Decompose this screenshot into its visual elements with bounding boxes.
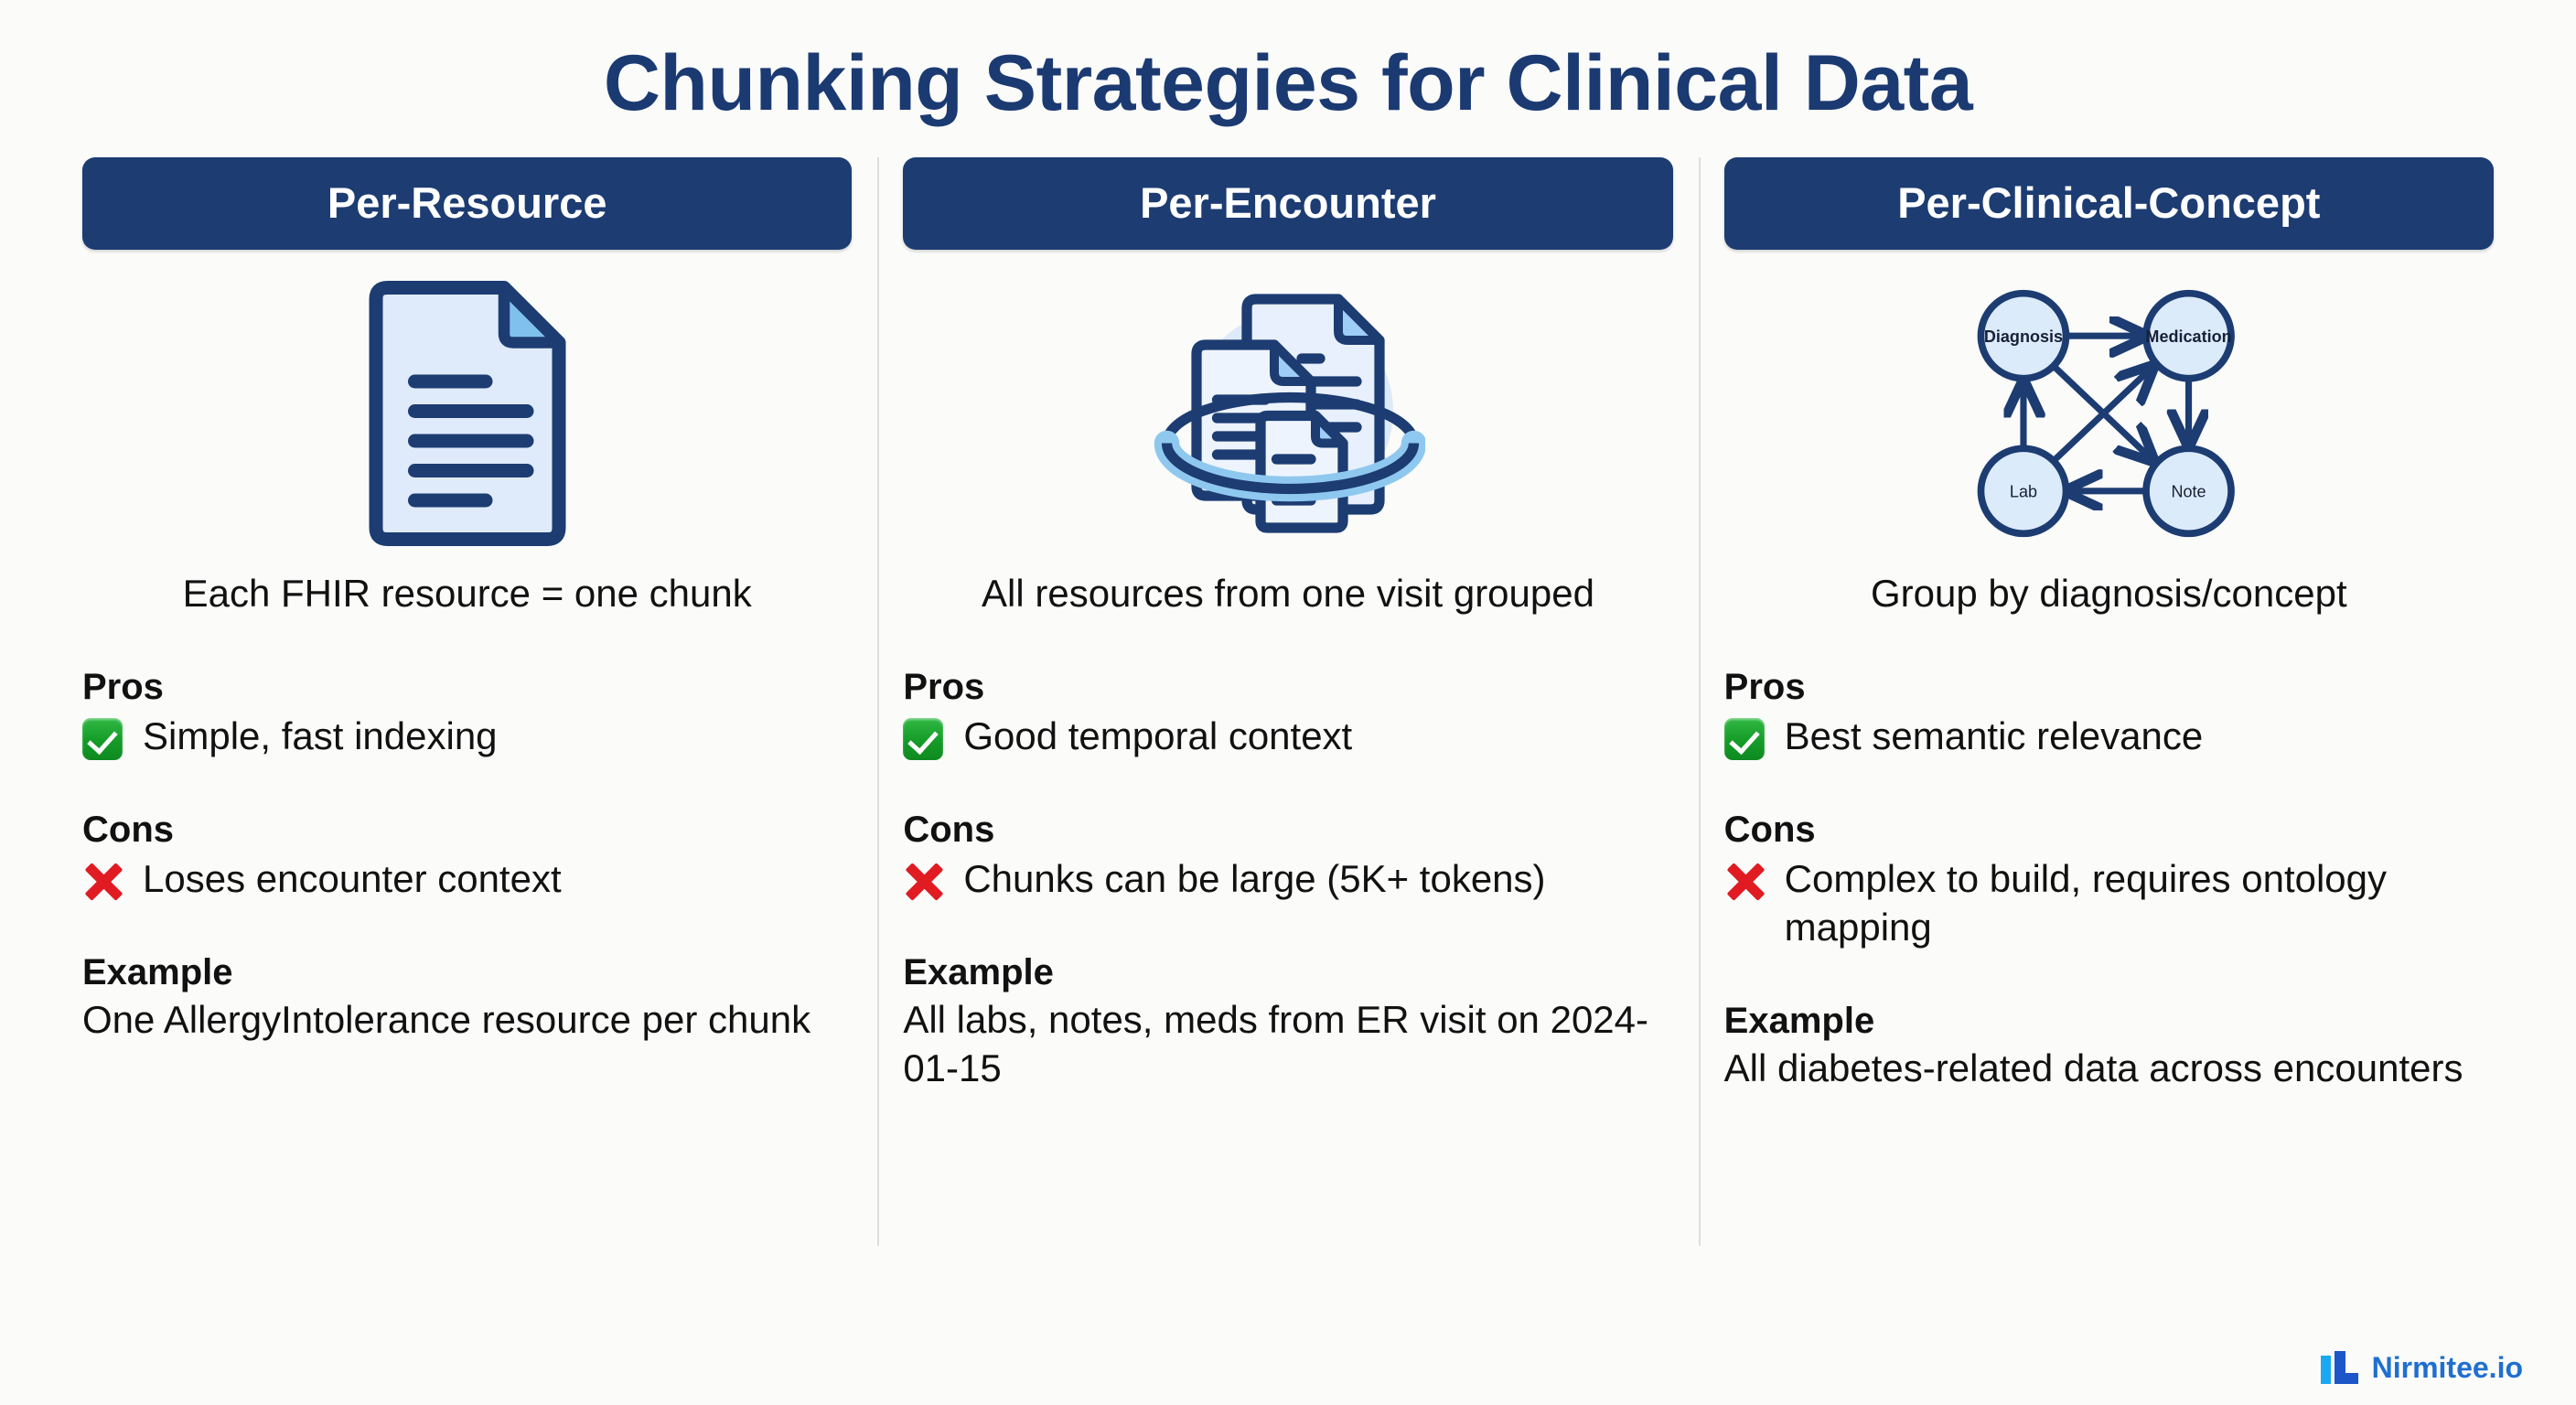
graph-node-label-note: Note	[2172, 483, 2206, 501]
cons-section-per-encounter: Cons Chunks can be large (5K+ tokens)	[903, 809, 1672, 904]
column-caption-per-encounter: All resources from one visit grouped	[982, 572, 1594, 615]
strategy-columns: Per-Resource Each FHIR resource = one ch…	[0, 157, 2576, 1301]
cons-label: Cons	[82, 809, 174, 850]
pros-section-per-clinical-concept: Pros Best semantic relevance	[1723, 666, 2494, 761]
pros-label: Pros	[903, 666, 985, 707]
column-header-per-clinical-concept: Per-Clinical-Concept	[1723, 157, 2494, 250]
con-text: Loses encounter context	[143, 856, 562, 900]
example-label: Example	[1723, 1000, 1875, 1041]
pro-text: Good temporal context	[963, 713, 1353, 757]
pros-section-per-encounter: Pros Good temporal context	[903, 666, 1672, 761]
con-item: Chunks can be large (5K+ tokens)	[903, 855, 1672, 904]
column-caption-per-resource: Each FHIR resource = one chunk	[182, 572, 752, 615]
cons-label: Cons	[1723, 809, 1816, 850]
pro-item: Simple, fast indexing	[82, 713, 852, 761]
strategy-column-per-encounter: Per-Encounter	[877, 157, 1698, 1301]
brand-name: Nirmitee.io	[2371, 1350, 2523, 1384]
con-item: Loses encounter context	[82, 855, 852, 904]
con-text: Chunks can be large (5K+ tokens)	[963, 856, 1546, 900]
check-mark-icon	[82, 713, 134, 760]
pro-item: Best semantic relevance	[1723, 713, 2494, 761]
strategy-column-per-resource: Per-Resource Each FHIR resource = one ch…	[57, 157, 877, 1301]
example-label: Example	[82, 951, 233, 992]
cross-mark-icon	[82, 855, 134, 903]
graph-node-label-medication: Medication	[2146, 327, 2232, 346]
example-section-per-resource: Example One AllergyIntolerance resource …	[82, 951, 852, 1045]
check-mark-icon	[903, 713, 954, 760]
example-text: All labs, notes, meds from ER visit on 2…	[903, 997, 1649, 1089]
con-item: Complex to build, requires ontology mapp…	[1724, 855, 2494, 952]
brand-footer: Nirmitee.io	[2320, 1350, 2523, 1385]
column-header-per-encounter: Per-Encounter	[903, 157, 1673, 250]
concept-graph-icon: Diagnosis Medication Lab Note	[1724, 263, 2494, 564]
graph-node-label-diagnosis: Diagnosis	[1984, 327, 2063, 346]
example-section-per-encounter: Example All labs, notes, meds from ER vi…	[903, 951, 1672, 1093]
column-header-per-resource: Per-Resource	[82, 157, 853, 250]
pros-label: Pros	[1723, 666, 1806, 707]
pro-text: Simple, fast indexing	[143, 713, 498, 757]
cons-section-per-resource: Cons Loses encounter context	[82, 809, 852, 904]
example-section-per-clinical-concept: Example All diabetes-related data across…	[1724, 1000, 2494, 1093]
column-caption-per-clinical-concept: Group by diagnosis/concept	[1870, 572, 2347, 615]
grouped-documents-orbit-icon	[903, 263, 1672, 564]
cons-section-per-clinical-concept: Cons Complex to build, requires ontology…	[1724, 809, 2494, 952]
page-title: Chunking Strategies for Clinical Data	[603, 39, 1973, 127]
example-text: All diabetes-related data across encount…	[1723, 1046, 2463, 1089]
cons-label: Cons	[903, 809, 995, 850]
graph-node-label-lab: Lab	[2010, 483, 2037, 501]
con-text: Complex to build, requires ontology mapp…	[1784, 856, 2388, 949]
pro-item: Good temporal context	[903, 713, 1672, 761]
strategy-column-per-clinical-concept: Per-Clinical-Concept	[1698, 157, 2519, 1301]
example-label: Example	[903, 951, 1054, 992]
pros-label: Pros	[82, 666, 164, 707]
pros-section-per-resource: Pros Simple, fast indexing	[82, 666, 852, 761]
document-icon	[82, 263, 852, 564]
example-text: One AllergyIntolerance resource per chun…	[82, 997, 811, 1041]
pro-text: Best semantic relevance	[1784, 713, 2204, 757]
cross-mark-icon	[903, 855, 954, 903]
cross-mark-icon	[1724, 855, 1776, 903]
nirmitee-logo-icon	[2320, 1350, 2360, 1385]
check-mark-icon	[1723, 713, 1776, 760]
